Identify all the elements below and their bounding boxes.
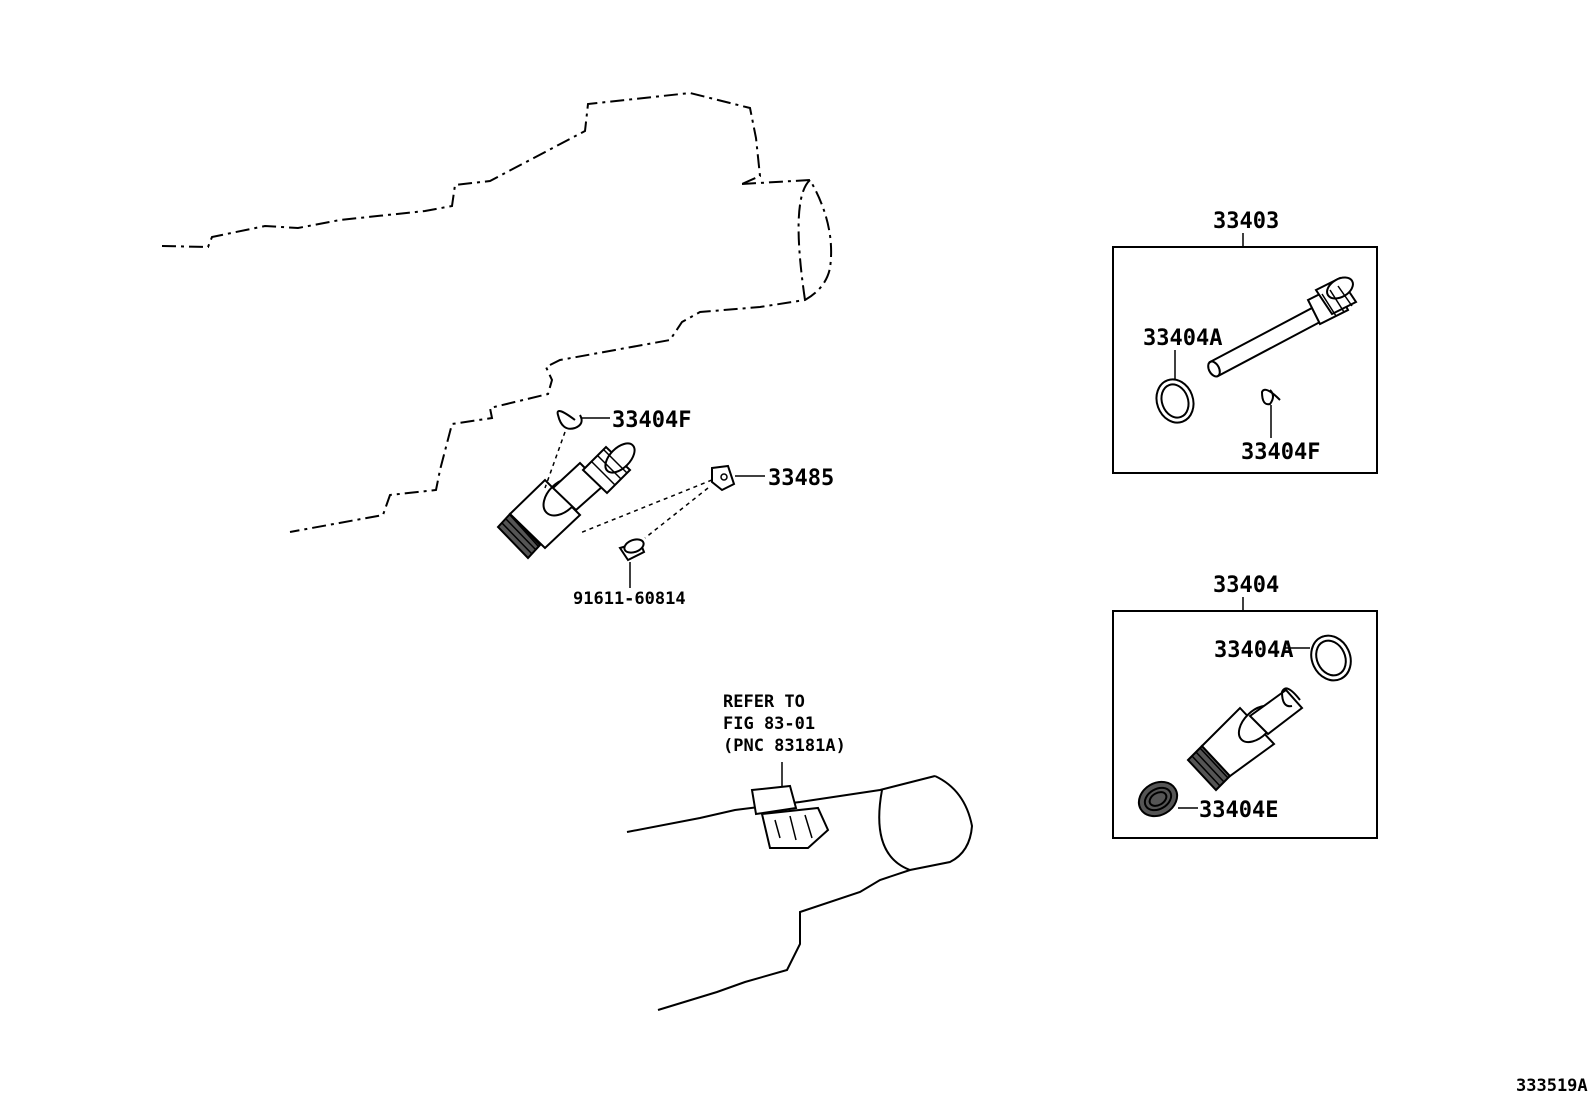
label-91611-60814: 91611-60814 xyxy=(573,589,686,609)
kit-33404-box xyxy=(1112,610,1378,839)
spring-33404E xyxy=(1137,780,1179,818)
clip-33404F xyxy=(544,410,610,489)
illustration-number: 333519A xyxy=(1516,1076,1588,1096)
label-33404F: 33404F xyxy=(612,408,691,433)
refer-note: REFER TO FIG 83-01 (PNC 83181A) xyxy=(723,692,846,756)
kit-33403-box xyxy=(1112,246,1378,474)
label-33404-ring: 33404A xyxy=(1214,638,1293,663)
label-33404-spring: 33404E xyxy=(1199,798,1278,823)
label-33485: 33485 xyxy=(768,466,834,491)
kit-33403 xyxy=(1112,233,1378,474)
refer-note-line1: REFER TO xyxy=(723,692,805,712)
transmission-housing-outline xyxy=(161,91,833,533)
label-33404: 33404 xyxy=(1213,573,1279,598)
label-33403-ring: 33404A xyxy=(1143,326,1222,351)
label-33403: 33403 xyxy=(1213,209,1279,234)
refer-note-line3: (PNC 83181A) xyxy=(723,736,846,756)
driven-gear-sleeve-assembly xyxy=(496,442,636,560)
bolt-91611-60814 xyxy=(618,538,646,588)
refer-note-line2: FIG 83-01 xyxy=(723,714,815,734)
lock-plate-33485 xyxy=(579,464,765,539)
speed-sensor-connector xyxy=(750,762,830,849)
kit-33404 xyxy=(1112,597,1378,839)
label-33403-clip: 33404F xyxy=(1241,440,1320,465)
